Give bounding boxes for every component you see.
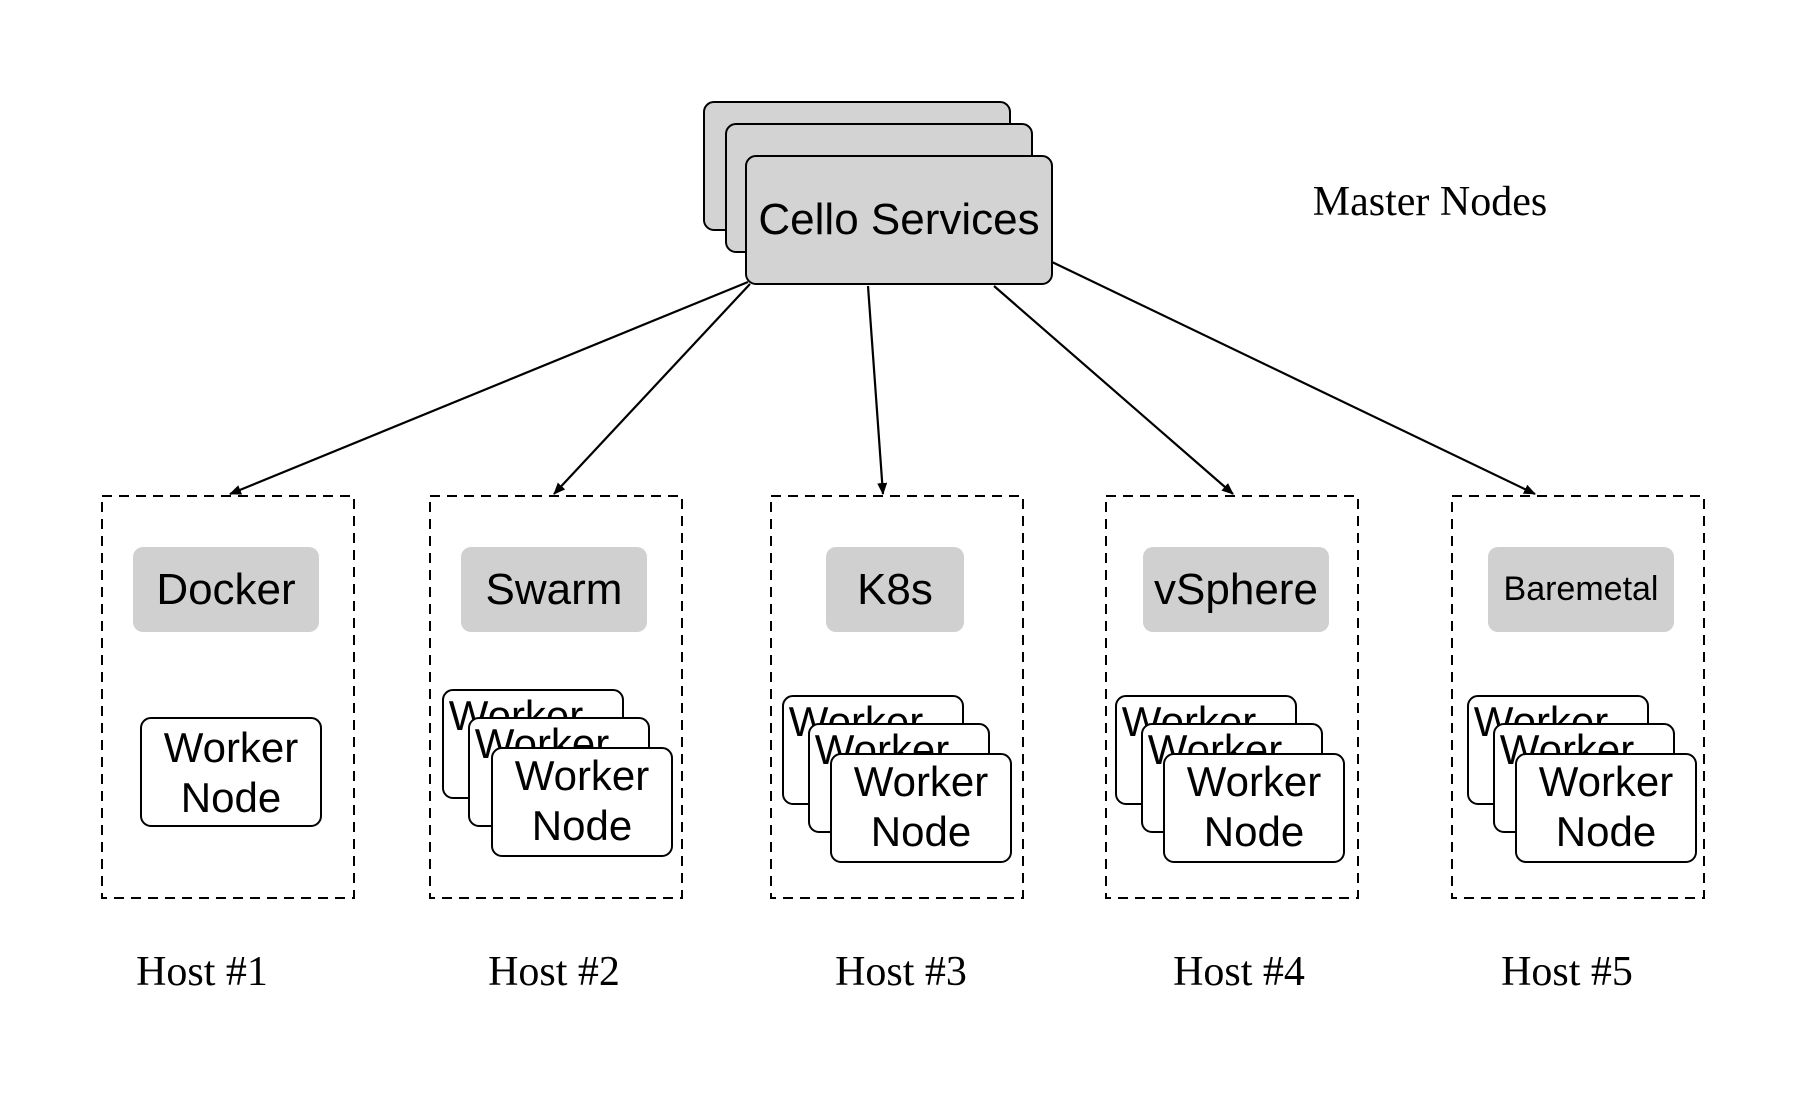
host-2-worker-stack: Worker Worker Worker Node	[442, 689, 673, 857]
host-4: vSphere Worker Worker Worker Node Host #…	[1105, 495, 1359, 995]
worker-node-line-1: Worker	[515, 752, 650, 799]
worker-node-line-2: Node	[532, 802, 632, 849]
worker-node-line-1: Worker	[1187, 758, 1322, 805]
host-5-driver-badge	[1488, 547, 1674, 632]
host-4-driver-label: vSphere	[1154, 565, 1318, 614]
host-2-boundary	[429, 495, 683, 899]
host-2-driver-label: Swarm	[486, 565, 623, 614]
worker-node-line-1: Worker	[164, 724, 299, 771]
host-3-boundary	[770, 495, 1024, 899]
host-2: Swarm Worker Worker Worker Node Host #2	[429, 495, 683, 995]
arrow-to-host-3	[866, 285, 888, 495]
host-4-worker-stack: Worker Worker Worker Node	[1115, 695, 1345, 863]
worker-node-line-2: Node	[1204, 808, 1304, 855]
host-3-driver-label: K8s	[857, 565, 933, 614]
arrows	[229, 261, 1536, 496]
host-1-boundary	[101, 495, 355, 899]
worker-node-front	[830, 753, 1012, 863]
host-5-boundary	[1451, 495, 1705, 899]
host-3: K8s Worker Worker Worker Node Host #3	[770, 495, 1024, 995]
arrow-to-host-1	[229, 280, 749, 496]
host-5-caption: Host #5	[1501, 949, 1633, 995]
host-3-driver-badge	[826, 547, 964, 632]
host-1-driver-label: Docker	[156, 565, 295, 614]
worker-node-line-2: Node	[871, 808, 971, 855]
master-node-stack: Cello Services	[703, 101, 1053, 285]
host-2-driver-badge	[461, 547, 647, 632]
host-3-worker-stack: Worker Worker Worker Node	[782, 695, 1012, 863]
host-1-driver-badge	[133, 547, 319, 632]
host-1: Docker Worker Node Host #1	[101, 495, 355, 995]
host-5-worker-stack: Worker Worker Worker Node	[1467, 695, 1697, 863]
host-4-caption: Host #4	[1173, 949, 1305, 995]
worker-node-front	[1515, 753, 1697, 863]
host-5-driver-label: Baremetal	[1504, 570, 1659, 608]
worker-node-line-1: Worker	[1539, 758, 1674, 805]
worker-node-line-1: Worker	[854, 758, 989, 805]
host-5: Baremetal Worker Worker Worker Node Host…	[1451, 495, 1705, 995]
host-2-caption: Host #2	[488, 949, 620, 995]
master-node-label: Cello Services	[758, 195, 1039, 244]
host-1-worker-node: Worker Node	[140, 717, 322, 827]
host-4-boundary	[1105, 495, 1359, 899]
arrow-to-host-5	[1051, 261, 1536, 495]
master-node-front	[745, 155, 1053, 285]
arrow-to-host-4	[993, 285, 1234, 495]
arrow-to-host-2	[553, 283, 751, 495]
master-nodes-caption: Master Nodes	[1313, 179, 1547, 225]
worker-node-line-2: Node	[181, 774, 281, 821]
host-1-caption: Host #1	[136, 949, 268, 995]
worker-node-front	[1163, 753, 1345, 863]
host-4-driver-badge	[1143, 547, 1329, 632]
worker-node-front	[491, 747, 673, 857]
host-3-caption: Host #3	[835, 949, 967, 995]
worker-node-box	[140, 717, 322, 827]
worker-node-line-2: Node	[1556, 808, 1656, 855]
